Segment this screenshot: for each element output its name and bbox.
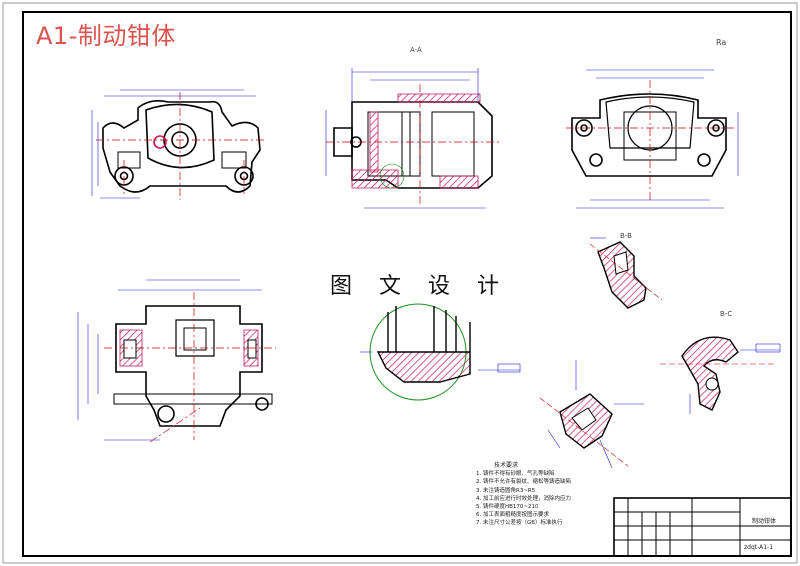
section-aa-hatching xyxy=(351,93,481,189)
technical-requirements-heading: 技术要求 xyxy=(494,462,519,469)
section-label-bb: B-B xyxy=(620,232,632,240)
title-block-drawing-number: zdqt-A1-1 xyxy=(744,544,774,551)
technical-requirement-item: 5. 铸件硬度HB170~210 xyxy=(476,504,539,511)
section-aa-centerlines xyxy=(326,84,500,204)
surface-finish-mark: Ra xyxy=(716,38,727,47)
technical-requirement-item: 6. 加工表面粗糙度按图示要求 xyxy=(476,512,549,519)
technical-requirement-item: 2. 铸件不允许有裂纹、缩松等铸造缺陷 xyxy=(476,479,571,486)
technical-requirement-item: 3. 未注铸造圆角R3~R5 xyxy=(476,487,536,494)
side-view-centerlines xyxy=(104,292,276,443)
section-label-aa: A-A xyxy=(410,46,422,54)
section-label-cc: B-C xyxy=(720,310,733,318)
section-cc-view xyxy=(660,336,781,414)
technical-requirement-item: 7. 未注尺寸公差按（GB）标准执行 xyxy=(476,520,563,527)
detail-view xyxy=(360,303,521,401)
technical-requirement-item: 1. 铸件不得有砂眼、气孔等缺陷 xyxy=(476,471,555,478)
oblique-detail-view xyxy=(539,360,644,469)
watermark-text: 图 文 设 计 xyxy=(330,274,509,299)
front-view-centerlines xyxy=(96,92,266,200)
technical-requirements: 技术要求 1. 铸件不得有砂眼、气孔等缺陷 2. 铸件不允许有裂纹、缩松等铸造缺… xyxy=(476,462,571,528)
side-view-dimensions xyxy=(77,279,262,441)
drawing-title: A1-制动钳体 xyxy=(36,22,176,50)
top-view xyxy=(571,93,727,177)
title-block-part-name: 制动钳体 xyxy=(752,518,777,525)
section-aa-dimensions xyxy=(325,68,486,209)
front-view-dimensions xyxy=(91,89,256,199)
top-view-dimensions xyxy=(576,69,739,209)
title-block xyxy=(613,497,792,557)
technical-requirement-item: 4. 加工前应进行时效处理，消除内应力 xyxy=(476,495,571,502)
top-view-centerlines xyxy=(566,80,734,200)
front-view xyxy=(102,100,261,193)
side-view xyxy=(113,305,273,427)
section-bb-view xyxy=(589,237,663,309)
